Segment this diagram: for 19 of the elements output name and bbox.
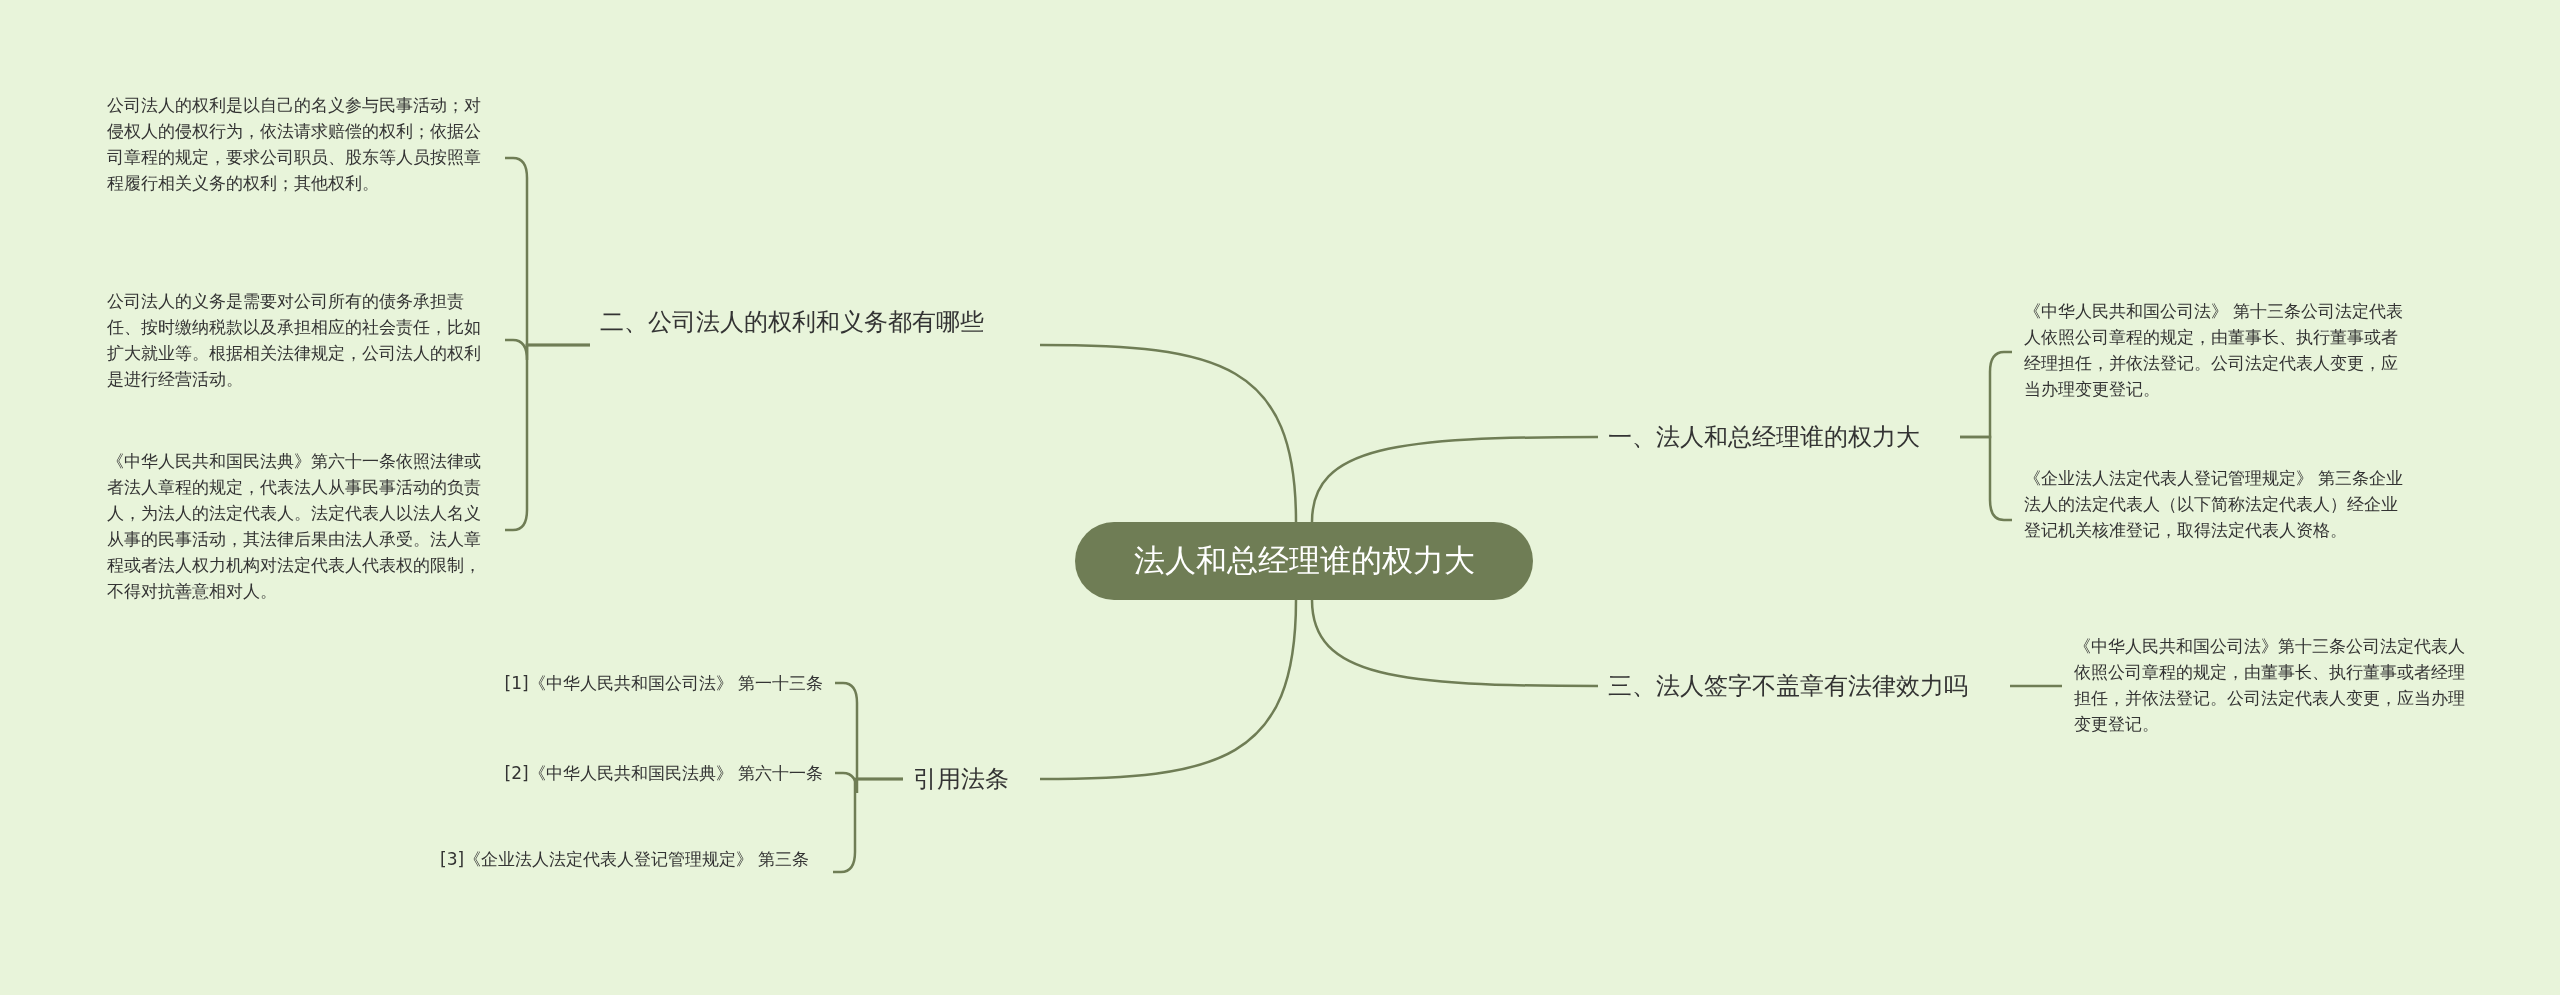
note-text: 《中华人民共和国民法典》第六十一条依照法律或者法人章程的规定，代表法人从事民事活动的负责人，为法人的法定代表人。法定代表人以法人名义从事的民事活动，其法律后果由法人承受。法人章程或者法人权力机构对法定代表人代表权的限制，不得对抗善意相对人。 xyxy=(95,448,505,610)
connector-line xyxy=(1310,435,1598,523)
connector-line xyxy=(1310,599,1598,688)
branch-heading: 一、法人和总经理谁的权力大 xyxy=(1598,420,1960,454)
connector-line xyxy=(1040,599,1298,781)
reference-text: [2]《中华人民共和国民法典》 第六十一条 xyxy=(430,760,835,786)
connector-line xyxy=(2010,684,2062,688)
note-text: 《中华人民共和国公司法》 第十三条公司法定代表人依照公司章程的规定，由董事长、执行董事或者经理担任，并依法登记。公司法定代表人变更，应当办理变更登记。 xyxy=(2012,298,2422,404)
reference-text: [1]《中华人民共和国公司法》 第一十三条 xyxy=(430,670,835,696)
connector-line xyxy=(1040,343,1298,523)
note-text: 公司法人的权利是以自己的名义参与民事活动；对侵权人的侵权行为，依法请求赔偿的权利；依据公司章程的规定，要求公司职员、股东等人员按照章程履行相关义务的权利；其他权利。 xyxy=(95,92,505,224)
branch-heading: 三、法人签字不盖章有法律效力吗 xyxy=(1598,669,2010,703)
note-text: 《企业法人法定代表人登记管理规定》 第三条企业法人的法定代表人（以下简称法定代表人）经企业登记机关核准登记，取得法定代表人资格。 xyxy=(2012,465,2422,571)
note-text: 《中华人民共和国公司法》第十三条公司法定代表人依照公司章程的规定，由董事长、执行董事或者经理担任，并依法登记。公司法定代表人变更，应当办理变更登记。 xyxy=(2062,633,2487,739)
branch-heading: 引用法条 xyxy=(903,762,1040,796)
reference-text: [3]《企业法人法定代表人登记管理规定》 第三条 xyxy=(428,846,833,898)
note-text: 公司法人的义务是需要对公司所有的债务承担责任、按时缴纳税款以及承担相应的社会责任，比如扩大就业等。根据相关法律规定，公司法人的权利是进行经营活动。 xyxy=(95,288,505,394)
branch-heading: 二、公司法人的权利和义务都有哪些 xyxy=(590,305,1040,385)
central-topic: 法人和总经理谁的权力大 xyxy=(1075,522,1533,600)
